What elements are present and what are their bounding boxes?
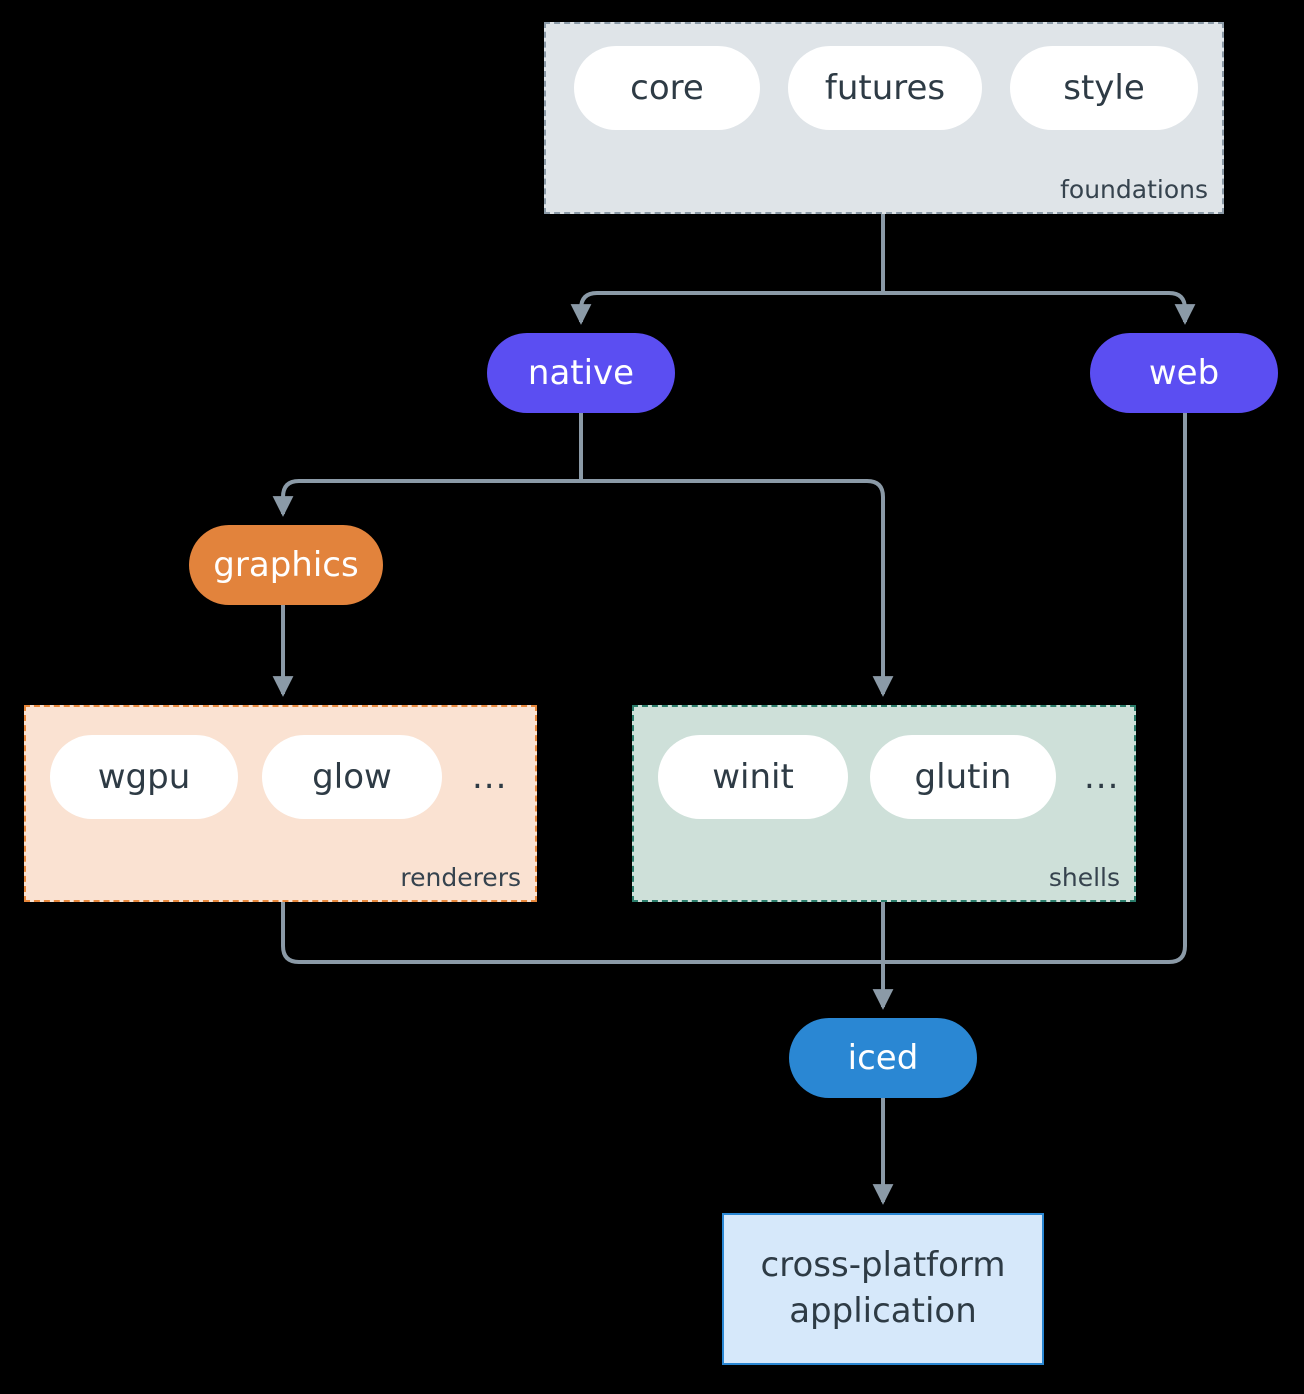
group-renderers: wgpu glow ... renderers bbox=[24, 705, 537, 902]
node-futures[interactable]: futures bbox=[788, 46, 982, 130]
renderers-more-label: ... bbox=[472, 757, 508, 797]
group-renderers-label: renderers bbox=[400, 863, 521, 892]
node-cross-platform-application[interactable]: cross-platform application bbox=[722, 1213, 1044, 1365]
node-iced[interactable]: iced bbox=[789, 1018, 977, 1098]
shells-items: winit glutin ... bbox=[658, 735, 1125, 819]
group-shells: winit glutin ... shells bbox=[632, 705, 1136, 902]
node-wgpu-label: wgpu bbox=[97, 757, 191, 797]
node-native-label: native bbox=[527, 353, 635, 393]
node-glow[interactable]: glow bbox=[262, 735, 442, 819]
node-graphics[interactable]: graphics bbox=[189, 525, 383, 605]
edge-foundations-to-web bbox=[883, 291, 1196, 325]
renderers-items: wgpu glow ... bbox=[50, 735, 513, 819]
node-futures-label: futures bbox=[824, 68, 946, 108]
node-style[interactable]: style bbox=[1010, 46, 1198, 130]
group-foundations: core futures style foundations bbox=[544, 22, 1224, 214]
foundations-items: core futures style bbox=[574, 46, 1198, 130]
node-winit-label: winit bbox=[712, 757, 794, 797]
node-style-label: style bbox=[1063, 68, 1145, 108]
node-graphics-label: graphics bbox=[213, 545, 359, 585]
node-core[interactable]: core bbox=[574, 46, 760, 130]
node-glutin-label: glutin bbox=[914, 757, 1012, 797]
edge-web-to-iced bbox=[883, 413, 1187, 964]
node-web-label: web bbox=[1148, 353, 1220, 393]
node-wgpu[interactable]: wgpu bbox=[50, 735, 238, 819]
edge-foundations-to-native bbox=[570, 291, 883, 325]
node-iced-label: iced bbox=[847, 1038, 919, 1078]
node-glutin[interactable]: glutin bbox=[870, 735, 1056, 819]
group-foundations-label: foundations bbox=[1060, 175, 1208, 204]
edge-native-to-shells bbox=[581, 479, 894, 697]
edge-native-to-graphics bbox=[272, 479, 581, 517]
shells-more-label: ... bbox=[1084, 757, 1120, 797]
application-label-line1: cross-platform bbox=[760, 1245, 1006, 1286]
node-winit[interactable]: winit bbox=[658, 735, 848, 819]
edge-renderers-to-iced bbox=[281, 902, 883, 964]
node-web[interactable]: web bbox=[1090, 333, 1278, 413]
node-core-label: core bbox=[630, 68, 704, 108]
node-glow-label: glow bbox=[312, 757, 392, 797]
node-native[interactable]: native bbox=[487, 333, 675, 413]
group-shells-label: shells bbox=[1048, 863, 1120, 892]
application-label-line2: application bbox=[789, 1291, 977, 1331]
